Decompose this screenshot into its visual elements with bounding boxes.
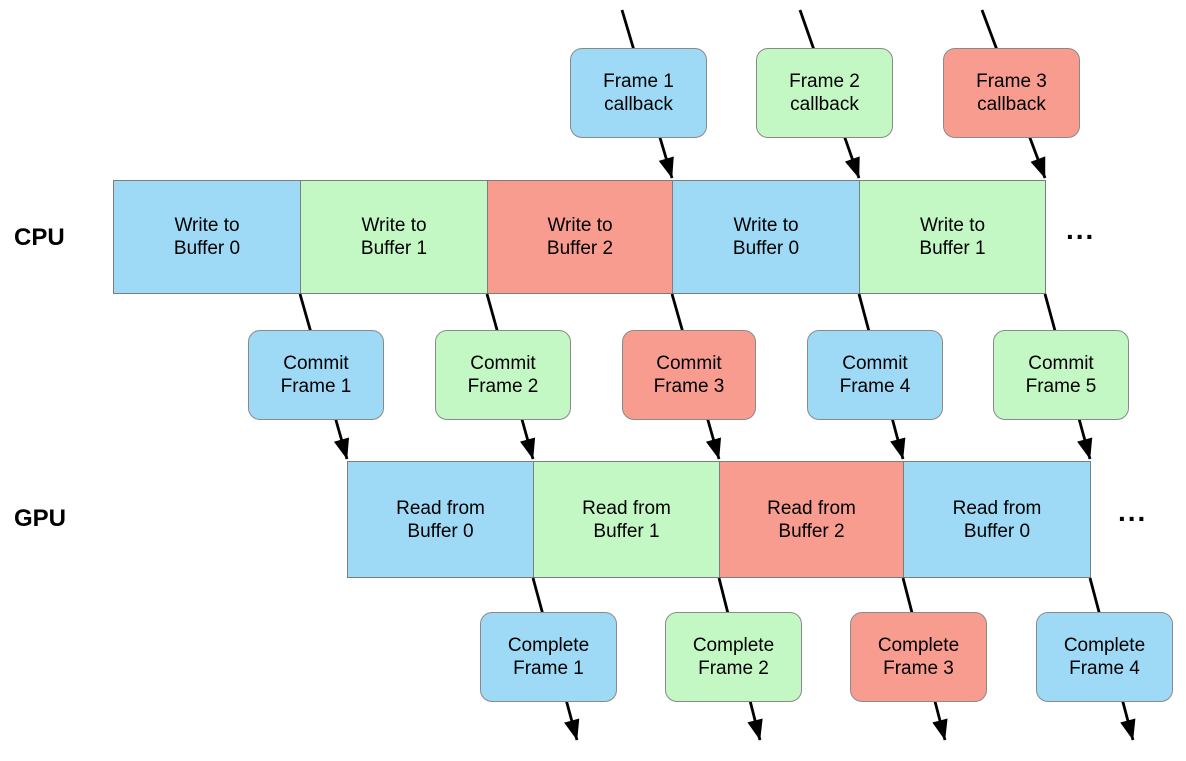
- cpu-block-line2: Buffer 0: [732, 238, 800, 259]
- gpu-ellipsis: ...: [1118, 496, 1148, 527]
- cpu-block-line1: Write to: [919, 215, 986, 236]
- cpu-block-line2: Buffer 2: [546, 238, 614, 259]
- callback-box-frame-1: Frame 1 callback: [570, 48, 707, 138]
- gpu-block-line2: Buffer 1: [593, 520, 660, 542]
- cpu-block-line2: Buffer 1: [360, 238, 428, 259]
- complete-box-frame-3: Complete Frame 3: [850, 612, 987, 702]
- commit-box-frame-1: Commit Frame 1: [248, 330, 384, 420]
- gpu-block-line1: Read from: [396, 497, 485, 519]
- cpu-block-line1: Write to: [733, 215, 799, 236]
- callback-box-frame-2: Frame 2 callback: [756, 48, 893, 138]
- complete-box-line1: Complete: [692, 635, 775, 656]
- complete-box-frame-4: Complete Frame 4: [1036, 612, 1173, 702]
- complete-box-line2: Frame 2: [698, 658, 769, 679]
- cpu-label: CPU: [14, 224, 65, 251]
- complete-box-line2: Frame 3: [883, 658, 954, 679]
- commit-box-line2: Frame 1: [280, 376, 352, 397]
- complete-box-frame-2: Complete Frame 2: [665, 612, 802, 702]
- cpu-block-write-buffer-2: Write to Buffer 2: [487, 180, 673, 294]
- commit-box-line1: Commit: [470, 353, 536, 374]
- commit-box-frame-2: Commit Frame 2: [435, 330, 571, 420]
- cpu-block-write-buffer-0b: Write to Buffer 0: [672, 180, 860, 294]
- commit-box-line1: Commit: [283, 353, 349, 374]
- cpu-block-write-buffer-0: Write to Buffer 0: [113, 180, 301, 294]
- commit-box-line1: Commit: [656, 353, 722, 374]
- gpu-block-line2: Buffer 0: [963, 520, 1031, 542]
- commit-box-line1: Commit: [842, 353, 908, 374]
- commit-box-line2: Frame 3: [653, 376, 725, 397]
- cpu-block-line1: Write to: [361, 215, 427, 236]
- complete-box-line1: Complete: [877, 635, 960, 656]
- callback-box-line1: Frame 1: [603, 71, 674, 92]
- gpu-block-line1: Read from: [582, 497, 671, 519]
- cpu-block-line1: Write to: [547, 215, 613, 236]
- gpu-block-line2: Buffer 0: [407, 520, 474, 542]
- callback-box-line2: callback: [790, 94, 859, 115]
- callback-box-line2: callback: [977, 94, 1046, 115]
- cpu-block-line2: Buffer 0: [173, 238, 241, 259]
- gpu-label: GPU: [14, 505, 67, 532]
- commit-box-line1: Commit: [1028, 353, 1094, 374]
- complete-box-line2: Frame 4: [1069, 658, 1140, 679]
- complete-box-line1: Complete: [1063, 635, 1146, 656]
- callback-box-line1: Frame 3: [976, 71, 1047, 92]
- callback-box-frame-3: Frame 3 callback: [943, 48, 1080, 138]
- commit-box-frame-5: Commit Frame 5: [993, 330, 1129, 420]
- cpu-block-line2: Buffer 1: [919, 238, 986, 259]
- complete-box-line2: Frame 1: [513, 658, 584, 679]
- cpu-block-line1: Write to: [174, 215, 240, 236]
- complete-box-frame-1: Complete Frame 1: [480, 612, 617, 702]
- commit-box-line2: Frame 4: [839, 376, 911, 397]
- commit-box-line2: Frame 2: [467, 376, 539, 397]
- commit-box-frame-4: Commit Frame 4: [807, 330, 943, 420]
- callback-box-line2: callback: [604, 94, 673, 115]
- complete-box-line1: Complete: [507, 635, 590, 656]
- gpu-block-read-buffer-1: Read from Buffer 1: [533, 461, 720, 578]
- gpu-block-line1: Read from: [767, 497, 856, 519]
- cpu-ellipsis: ...: [1066, 214, 1096, 245]
- cpu-block-write-buffer-1b: Write to Buffer 1: [859, 180, 1046, 294]
- gpu-block-read-buffer-0: Read from Buffer 0: [347, 461, 534, 578]
- gpu-block-read-buffer-2: Read from Buffer 2: [719, 461, 904, 578]
- gpu-block-line2: Buffer 2: [778, 520, 845, 542]
- callback-box-line1: Frame 2: [789, 71, 860, 92]
- gpu-block-line1: Read from: [952, 497, 1042, 519]
- commit-box-frame-3: Commit Frame 3: [622, 330, 756, 420]
- cpu-block-write-buffer-1: Write to Buffer 1: [300, 180, 488, 294]
- commit-box-line2: Frame 5: [1025, 376, 1097, 397]
- gpu-block-read-buffer-0b: Read from Buffer 0: [903, 461, 1091, 578]
